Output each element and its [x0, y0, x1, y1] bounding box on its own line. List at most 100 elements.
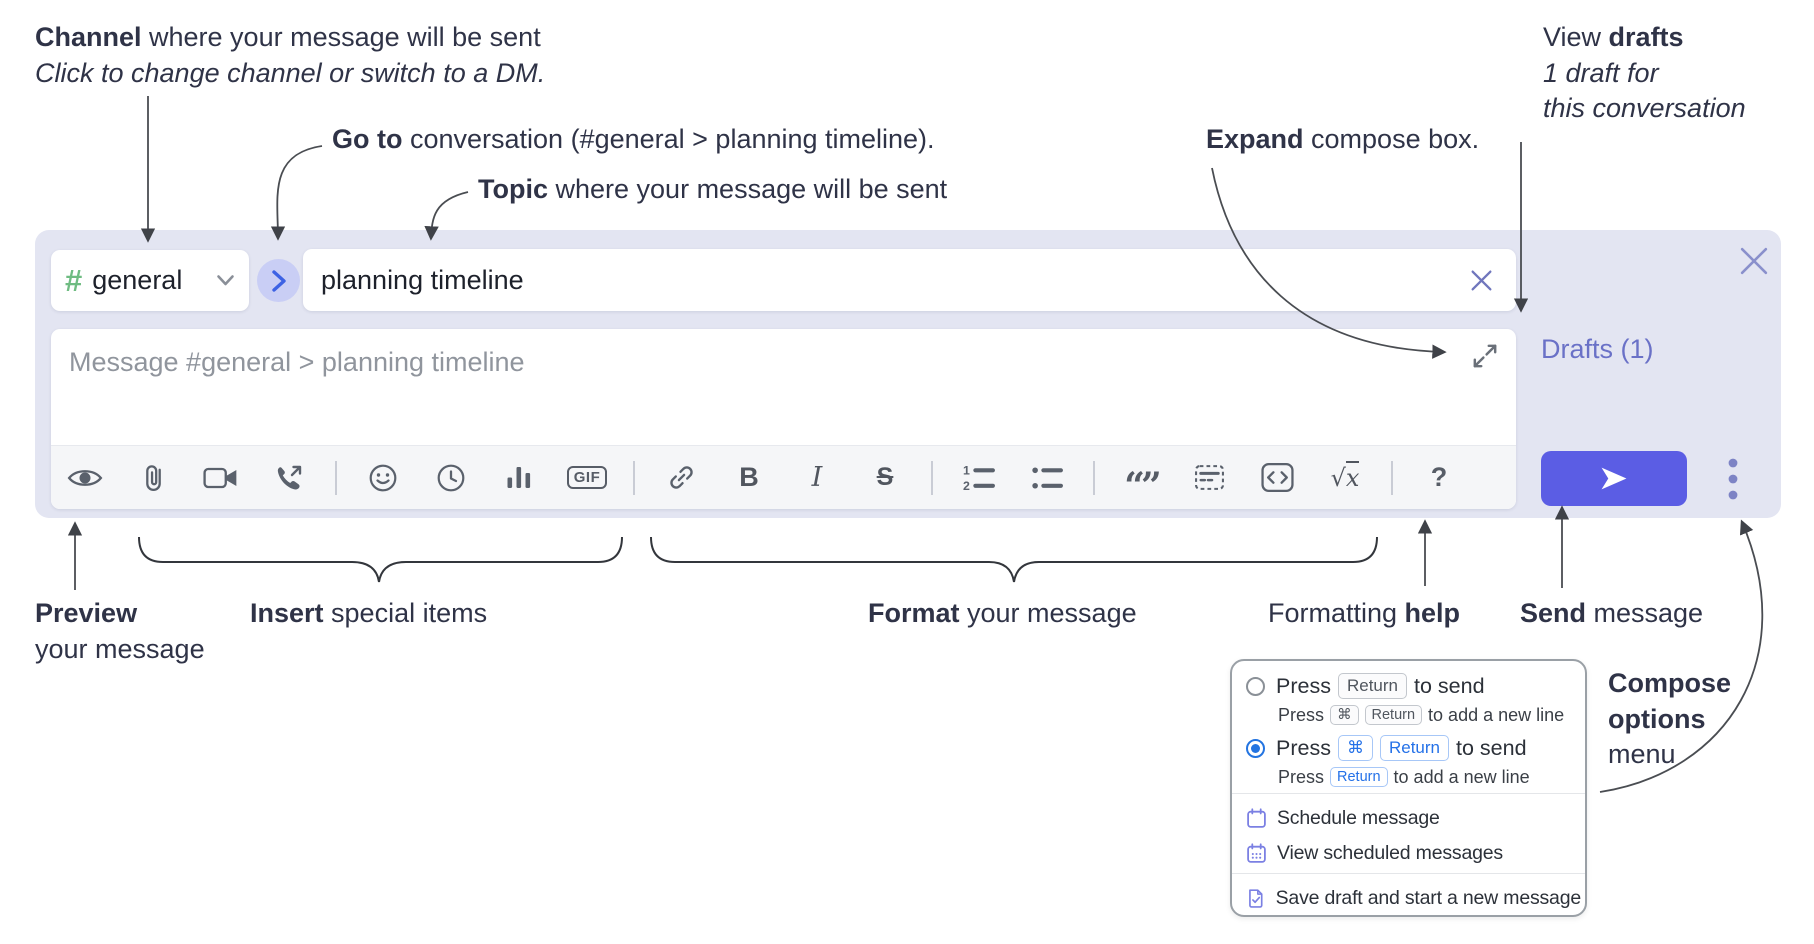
menu-option-return-to-send[interactable]: Press Return to send: [1246, 671, 1577, 701]
channel-annotation-rest: where your message will be sent: [141, 22, 541, 52]
sub-pre: Press: [1278, 704, 1325, 725]
clear-topic-button[interactable]: [1464, 263, 1498, 297]
phone-call-icon: [277, 465, 302, 490]
drafts-annotation-pre: View: [1543, 22, 1609, 52]
message-placeholder: Message #general > planning timeline: [69, 347, 525, 377]
topic-input[interactable]: planning timeline: [303, 249, 1516, 311]
bulleted-list-button[interactable]: [1025, 456, 1069, 500]
compose-options-menu: Press Return to send Press ⌘ Return to a…: [1230, 659, 1587, 917]
topic-annotation-rest: where your message will be sent: [548, 174, 948, 204]
goto-annotation-rest: conversation (#general > planning timeli…: [402, 124, 935, 154]
format-annotation-rest: your message: [959, 598, 1137, 628]
close-compose-button[interactable]: [1737, 244, 1771, 278]
menu-item-label: View scheduled messages: [1277, 841, 1503, 864]
message-input[interactable]: Message #general > planning timeline: [51, 329, 1516, 445]
math-icon: √x: [1330, 460, 1360, 492]
menu-option-cmd-return-to-send[interactable]: Press ⌘ Return to send: [1246, 733, 1577, 763]
goto-annotation: Go to conversation (#general > planning …: [332, 122, 935, 158]
radio-unchecked-icon[interactable]: [1246, 676, 1265, 696]
clock-icon: [437, 464, 465, 491]
video-call-button[interactable]: [199, 456, 243, 500]
italic-button[interactable]: I: [795, 456, 839, 500]
numbered-list-button[interactable]: 1 2: [957, 456, 1001, 500]
toolbar-divider: [1391, 460, 1393, 495]
smiley-icon: [369, 464, 397, 491]
kbd-return: Return: [1330, 766, 1388, 788]
kebab-menu-icon: [1728, 458, 1738, 499]
compose-box: # general planning timeline: [35, 230, 1781, 518]
quote-button[interactable]: “”: [1119, 456, 1163, 504]
bold-icon: B: [739, 462, 759, 492]
option-cmd-pre: Press: [1276, 735, 1331, 760]
code-icon: [1260, 462, 1294, 493]
menu-separator: [1232, 793, 1585, 794]
compose-options-kebab-button[interactable]: [1707, 451, 1759, 506]
svg-text:2: 2: [963, 479, 970, 492]
kbd-cmd: ⌘: [1330, 704, 1359, 726]
compose-options-line3: menu: [1608, 739, 1676, 770]
go-to-conversation-button[interactable]: [257, 259, 300, 302]
channel-annotation-line2: Click to change channel or switch to a D…: [35, 57, 546, 88]
strikethrough-button[interactable]: S: [863, 456, 907, 500]
menu-item-label: Save draft and start a new message: [1275, 886, 1582, 909]
strikethrough-icon: S: [876, 463, 894, 491]
menu-item-view-scheduled[interactable]: View scheduled messages: [1246, 837, 1581, 869]
question-mark-icon: ?: [1430, 462, 1448, 492]
menu-item-save-draft[interactable]: Save draft and start a new message: [1246, 882, 1581, 914]
preview-annotation-bold: Preview: [35, 598, 138, 628]
global-time-button[interactable]: [429, 456, 473, 500]
message-area: Message #general > planning timeline: [51, 329, 1516, 509]
channel-selector[interactable]: # general: [51, 250, 249, 311]
sub-post: to add a new line: [1428, 704, 1565, 725]
toolbar-divider: [1093, 460, 1095, 495]
attach-file-button[interactable]: [131, 456, 175, 500]
formatting-help-annotation: Formatting help: [1268, 596, 1460, 632]
close-icon: [1740, 247, 1768, 275]
eye-icon: [67, 469, 103, 486]
format-annotation-bold: Format: [868, 598, 960, 628]
preview-button[interactable]: [63, 456, 107, 500]
kbd-cmd: ⌘: [1337, 735, 1373, 761]
toolbar-divider: [931, 460, 933, 495]
calendar-grid-icon: [1247, 842, 1266, 863]
spoiler-button[interactable]: [1187, 456, 1231, 500]
drafts-link[interactable]: Drafts (1): [1541, 334, 1654, 364]
close-icon: [1471, 270, 1491, 290]
math-root-glyph: √: [1330, 463, 1346, 492]
link-button[interactable]: [659, 456, 703, 500]
audio-call-button[interactable]: [267, 456, 311, 500]
expand-compose-button[interactable]: [1468, 339, 1502, 373]
preview-annotation: Preview your message: [35, 596, 205, 667]
option-return-pre: Press: [1276, 673, 1331, 698]
formatting-help-pre: Formatting: [1268, 598, 1405, 628]
expand-annotation-rest: compose box.: [1303, 124, 1480, 154]
bulleted-list-icon: [1031, 467, 1063, 489]
formatting-help-button[interactable]: ?: [1417, 456, 1461, 500]
send-button[interactable]: [1541, 451, 1687, 506]
channel-annotation-bold: Channel: [35, 22, 142, 52]
kbd-return: Return: [1337, 673, 1407, 699]
math-button[interactable]: √x: [1323, 456, 1367, 500]
radio-checked-icon[interactable]: [1246, 738, 1265, 758]
option-return-subtext: Press ⌘ Return to add a new line: [1278, 703, 1579, 727]
topic-value: planning timeline: [321, 264, 524, 295]
drafts-annotation-bold: drafts: [1608, 22, 1684, 52]
bold-button[interactable]: B: [727, 456, 771, 500]
code-button[interactable]: [1255, 456, 1299, 500]
menu-separator: [1232, 873, 1585, 874]
link-icon: [669, 466, 693, 489]
kbd-return: Return: [1379, 735, 1449, 761]
poll-button[interactable]: [497, 456, 541, 500]
paperclip-icon: [145, 465, 161, 492]
option-return-label: Press Return to send: [1276, 673, 1485, 699]
gif-button[interactable]: GIF: [565, 456, 609, 500]
emoji-button[interactable]: [361, 456, 405, 500]
drafts-annotation-line3: this conversation: [1543, 93, 1746, 124]
video-camera-icon: [203, 467, 237, 488]
toolbar-divider: [633, 460, 635, 495]
svg-text:1: 1: [963, 463, 970, 477]
menu-item-schedule-message[interactable]: Schedule message: [1246, 802, 1581, 834]
channel-name: general: [92, 265, 183, 295]
channel-hash-icon: #: [65, 263, 83, 298]
